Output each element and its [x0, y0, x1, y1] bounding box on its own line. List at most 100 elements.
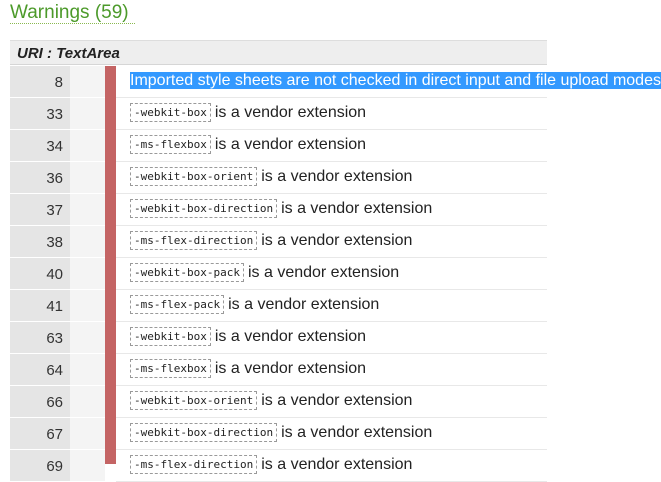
- line-number: 36: [46, 170, 63, 187]
- line-number-cell: 33: [10, 98, 70, 130]
- line-number: 33: [46, 106, 63, 123]
- message-rest: is a vendor extension: [261, 168, 413, 185]
- warning-message[interactable]: Imported style sheets are not checked in…: [130, 72, 661, 90]
- line-number: 8: [54, 74, 63, 91]
- gap-cell: [70, 98, 105, 130]
- gap-cell: [70, 162, 105, 194]
- line-number: 41: [46, 298, 63, 315]
- line-number-cell: 34: [10, 130, 70, 162]
- severity-bar: [105, 66, 116, 464]
- line-number-cell: 66: [10, 386, 70, 418]
- gap-cell: [70, 290, 105, 322]
- line-number: 66: [46, 394, 63, 411]
- code-snippet: -webkit-box: [130, 103, 211, 122]
- message-rest: is a vendor extension: [261, 456, 413, 473]
- title-underline: [10, 23, 135, 24]
- uri-header: URI : TextArea: [10, 40, 547, 65]
- message-rest: is a vendor extension: [228, 296, 380, 313]
- message-rest: is a vendor extension: [261, 392, 413, 409]
- message-rest: is a vendor extension: [281, 200, 433, 217]
- warnings-table: 8 Imported style sheets are not checked …: [10, 66, 661, 482]
- line-number-cell: 41: [10, 290, 70, 322]
- message-rest: is a vendor extension: [214, 328, 367, 345]
- gap-cell: [70, 66, 105, 98]
- code-snippet: -webkit-box-direction: [130, 423, 278, 442]
- code-snippet: -webkit-box-orient: [130, 391, 258, 410]
- selected-message-text[interactable]: Imported style sheets are not checked in…: [130, 72, 661, 89]
- code-snippet: -ms-flexbox: [130, 359, 211, 378]
- gap-cell: [70, 226, 105, 258]
- message-rest: is a vendor extension: [281, 424, 433, 441]
- line-number: 38: [46, 234, 63, 251]
- gap-cell: [70, 258, 105, 290]
- message-rest: is a vendor extension: [214, 136, 367, 153]
- line-number: 34: [46, 138, 63, 155]
- line-number-cell: 69: [10, 450, 70, 482]
- line-number: 64: [46, 362, 63, 379]
- gap-cell: [70, 130, 105, 162]
- line-number-cell: 67: [10, 418, 70, 450]
- warnings-title: Warnings (59): [10, 2, 129, 23]
- code-snippet: -webkit-box-direction: [130, 199, 278, 218]
- gap-cell: [70, 386, 105, 418]
- line-number-cell: 37: [10, 194, 70, 226]
- gap-cell: [70, 354, 105, 386]
- line-number: 40: [46, 266, 63, 283]
- message-rest: is a vendor extension: [214, 360, 367, 377]
- message-rest: is a vendor extension: [261, 232, 413, 249]
- code-snippet: -ms-flex-pack: [130, 295, 225, 314]
- code-snippet: -webkit-box: [130, 327, 211, 346]
- code-snippet: -ms-flex-direction: [130, 231, 258, 250]
- line-number-cell: 40: [10, 258, 70, 290]
- line-number-cell: 8: [10, 66, 70, 98]
- line-number: 37: [46, 202, 63, 219]
- line-number-cell: 63: [10, 322, 70, 354]
- message-rest: is a vendor extension: [214, 104, 367, 121]
- line-number-cell: 64: [10, 354, 70, 386]
- line-number: 63: [46, 330, 63, 347]
- gap-cell: [70, 322, 105, 354]
- line-number-cell: 36: [10, 162, 70, 194]
- table-row: 8 Imported style sheets are not checked …: [10, 66, 661, 98]
- message-cell[interactable]: Imported style sheets are not checked in…: [116, 66, 661, 98]
- gap-cell: [70, 194, 105, 226]
- message-rest: is a vendor extension: [247, 264, 400, 281]
- line-number: 69: [46, 458, 63, 475]
- line-number: 67: [46, 426, 63, 443]
- warnings-section-header: Warnings (59): [0, 0, 547, 24]
